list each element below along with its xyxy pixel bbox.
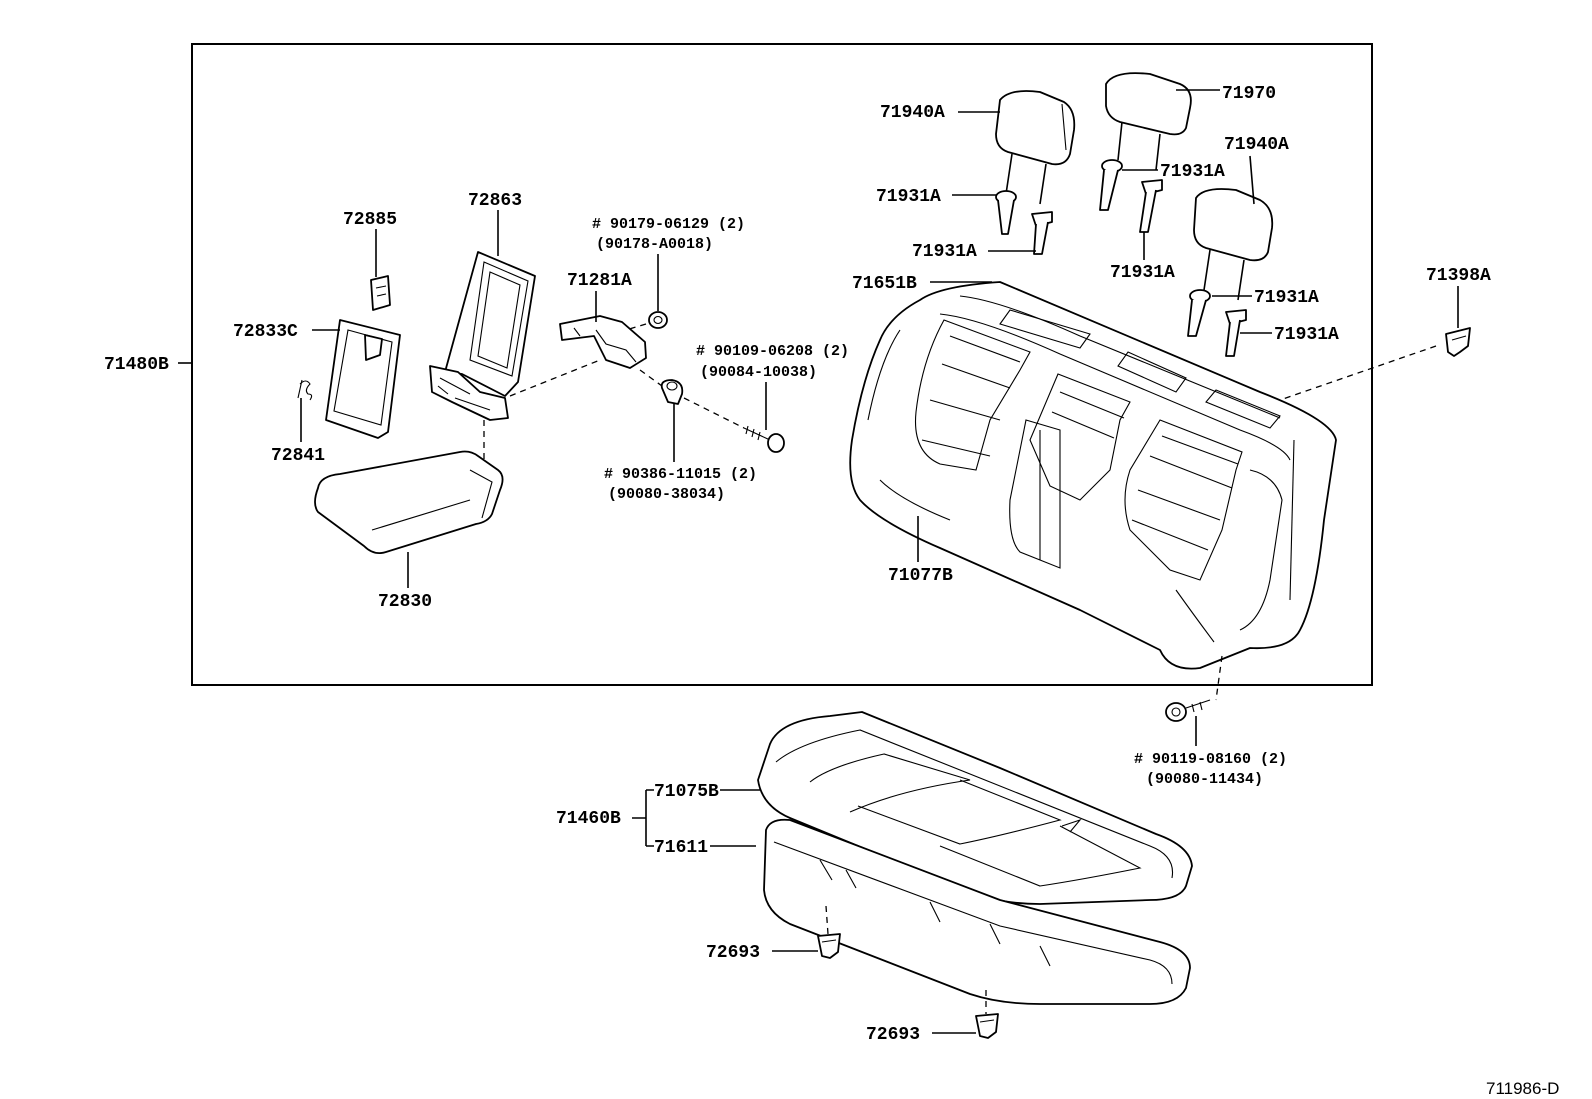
label-72885[interactable]: 72885 bbox=[343, 210, 397, 230]
label-90080a[interactable]: (90080-38034) bbox=[608, 486, 725, 503]
label-90386[interactable]: # 90386-11015 (2) bbox=[604, 466, 757, 483]
label-71460b[interactable]: 71460B bbox=[556, 809, 621, 829]
part-71075b-cushion-cover[interactable] bbox=[757, 711, 1193, 905]
label-71931a-6[interactable]: 71931A bbox=[1274, 325, 1339, 345]
part-90386-grommet[interactable] bbox=[660, 379, 684, 405]
part-71940a-headrest-left[interactable] bbox=[995, 90, 1076, 205]
part-71931a-support-3[interactable] bbox=[1099, 159, 1123, 211]
label-72833c[interactable]: 72833C bbox=[233, 322, 298, 342]
label-71398a[interactable]: 71398A bbox=[1426, 266, 1491, 286]
label-71940a-2[interactable]: 71940A bbox=[1224, 135, 1289, 155]
part-72863-armrest-frame[interactable] bbox=[429, 251, 536, 421]
part-71940a-headrest-right[interactable] bbox=[1193, 188, 1274, 301]
label-90119[interactable]: # 90119-08160 (2) bbox=[1134, 751, 1287, 768]
part-90179-nut[interactable] bbox=[648, 311, 668, 329]
label-90080b[interactable]: (90080-11434) bbox=[1146, 771, 1263, 788]
part-71970-headrest-center[interactable] bbox=[1105, 72, 1192, 171]
label-72830[interactable]: 72830 bbox=[378, 592, 432, 612]
label-71931a-1[interactable]: 71931A bbox=[876, 187, 941, 207]
part-71281a-hinge-bracket[interactable] bbox=[559, 315, 647, 369]
diagram-code: 711986-D bbox=[1486, 1079, 1559, 1098]
part-90109-bolt[interactable] bbox=[743, 425, 785, 453]
label-90178[interactable]: (90178-A0018) bbox=[596, 236, 713, 253]
part-72693-clip-upper[interactable] bbox=[817, 933, 841, 959]
part-71931a-support-4[interactable] bbox=[1139, 179, 1163, 233]
part-71077b-seat-back[interactable] bbox=[849, 281, 1337, 670]
label-71931a-3[interactable]: 71931A bbox=[1160, 162, 1225, 182]
label-72841[interactable]: 72841 bbox=[271, 446, 325, 466]
label-72693-1[interactable]: 72693 bbox=[706, 943, 760, 963]
label-71651b[interactable]: 71651B bbox=[852, 274, 917, 294]
part-72830-armrest-cushion[interactable] bbox=[314, 450, 504, 555]
part-71398a-clip[interactable] bbox=[1445, 327, 1471, 357]
label-71931a-4[interactable]: 71931A bbox=[1110, 263, 1175, 283]
label-71970[interactable]: 71970 bbox=[1222, 84, 1276, 104]
label-72863[interactable]: 72863 bbox=[468, 191, 522, 211]
label-71480b[interactable]: 71480B bbox=[104, 355, 169, 375]
part-71931a-support-1[interactable] bbox=[995, 190, 1017, 235]
label-90179[interactable]: # 90179-06129 (2) bbox=[592, 216, 745, 233]
part-72841-spring[interactable] bbox=[297, 379, 313, 401]
part-71611-cushion-pad[interactable] bbox=[763, 818, 1191, 1005]
label-71075b[interactable]: 71075B bbox=[654, 782, 719, 802]
part-72885-clip[interactable] bbox=[370, 275, 391, 311]
label-90109[interactable]: # 90109-06208 (2) bbox=[696, 343, 849, 360]
part-72833c-cover-panel[interactable] bbox=[325, 319, 401, 439]
label-71077b[interactable]: 71077B bbox=[888, 566, 953, 586]
label-71281a[interactable]: 71281A bbox=[567, 271, 632, 291]
part-71931a-support-6[interactable] bbox=[1225, 309, 1247, 357]
label-71931a-2[interactable]: 71931A bbox=[912, 242, 977, 262]
label-72693-2[interactable]: 72693 bbox=[866, 1025, 920, 1045]
label-90084[interactable]: (90084-10038) bbox=[700, 364, 817, 381]
label-71931a-5[interactable]: 71931A bbox=[1254, 288, 1319, 308]
label-71940a-1[interactable]: 71940A bbox=[880, 103, 945, 123]
part-71931a-support-5[interactable] bbox=[1187, 289, 1211, 337]
label-71611[interactable]: 71611 bbox=[654, 838, 708, 858]
part-71931a-support-2[interactable] bbox=[1031, 211, 1053, 255]
part-72693-clip-lower[interactable] bbox=[975, 1013, 999, 1039]
part-90119-bolt[interactable] bbox=[1165, 699, 1211, 722]
seat-back-assembly-frame bbox=[191, 43, 1373, 686]
